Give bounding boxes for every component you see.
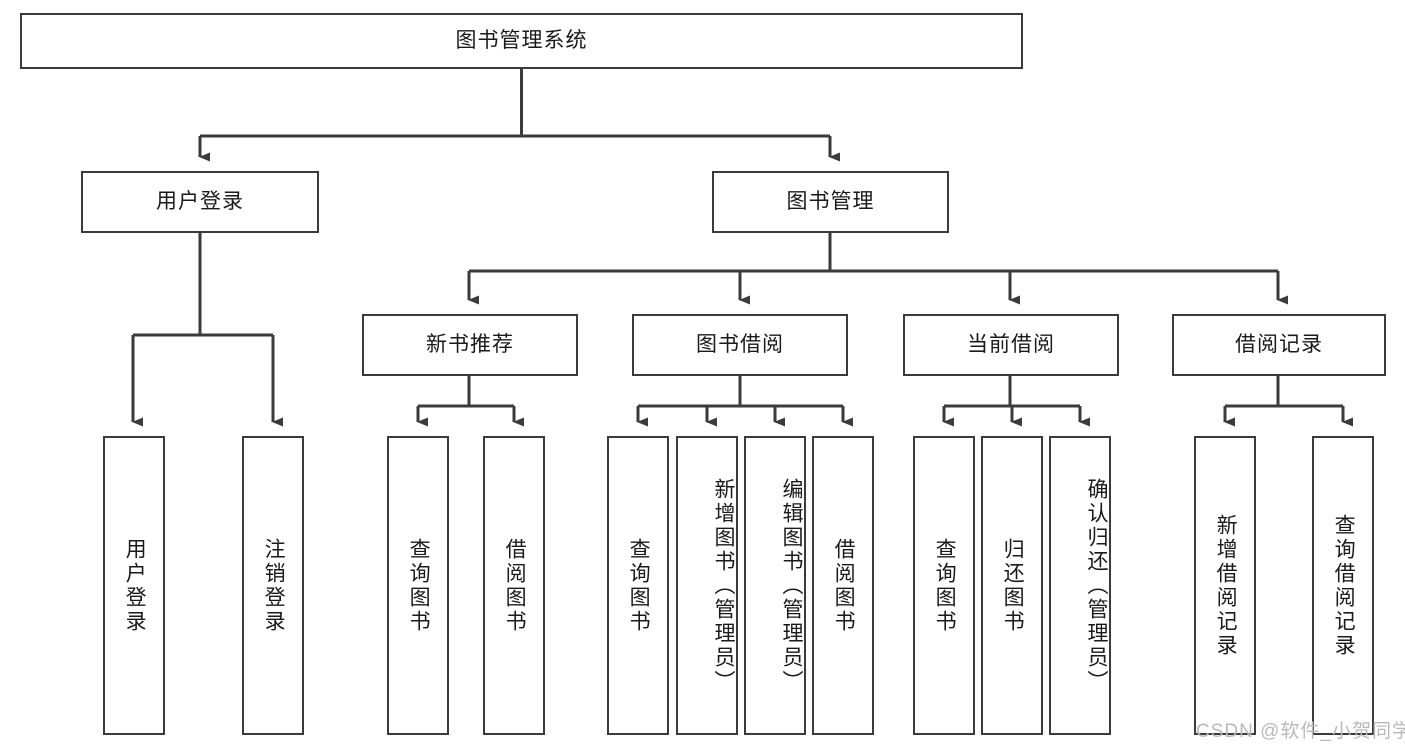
- csdn-watermark: CSDN @软件_小贺同学: [1196, 721, 1405, 742]
- node-current-borrow[interactable]: 当前借阅: [903, 314, 1119, 376]
- node-leaf-confirm-return-label: 确认归还（管理员）: [1085, 477, 1108, 694]
- node-leaf-add-book-label: 新增图书（管理员）: [712, 477, 735, 694]
- node-leaf-user-logout-label: 注销登录: [262, 537, 286, 634]
- node-leaf-confirm-return[interactable]: 确认归还（管理员）: [1049, 436, 1111, 735]
- node-leaf-query-book-1[interactable]: 查询图书: [387, 436, 449, 735]
- node-leaf-query-book-1-label: 查询图书: [407, 537, 431, 634]
- node-current-borrow-label: 当前借阅: [967, 333, 1055, 357]
- node-root[interactable]: 图书管理系统: [20, 13, 1023, 69]
- node-book-manage[interactable]: 图书管理: [712, 171, 949, 233]
- node-borrow-record[interactable]: 借阅记录: [1172, 314, 1386, 376]
- node-borrow-record-label: 借阅记录: [1235, 333, 1323, 357]
- node-leaf-query-record-label: 查询借阅记录: [1332, 513, 1356, 658]
- node-user-login[interactable]: 用户登录: [81, 171, 319, 233]
- node-book-borrow[interactable]: 图书借阅: [632, 314, 848, 376]
- node-leaf-user-login-label: 用户登录: [123, 537, 147, 634]
- node-leaf-borrow-book-1[interactable]: 借阅图书: [483, 436, 545, 735]
- node-user-login-label: 用户登录: [156, 190, 244, 214]
- node-leaf-query-book-2-label: 查询图书: [627, 537, 651, 634]
- node-leaf-borrow-book-1-label: 借阅图书: [503, 537, 527, 634]
- node-leaf-add-record[interactable]: 新增借阅记录: [1194, 436, 1256, 735]
- node-leaf-edit-book-label: 编辑图书（管理员）: [780, 477, 803, 694]
- node-book-borrow-label: 图书借阅: [696, 333, 784, 357]
- node-leaf-user-logout[interactable]: 注销登录: [242, 436, 304, 735]
- node-leaf-query-record[interactable]: 查询借阅记录: [1312, 436, 1374, 735]
- node-leaf-query-book-3-label: 查询图书: [933, 537, 957, 634]
- node-leaf-query-book-3[interactable]: 查询图书: [913, 436, 975, 735]
- node-book-manage-label: 图书管理: [786, 190, 875, 214]
- node-leaf-return-book-label: 归还图书: [1001, 537, 1025, 634]
- node-new-book-rec[interactable]: 新书推荐: [362, 314, 578, 376]
- node-leaf-borrow-book-2[interactable]: 借阅图书: [812, 436, 874, 735]
- node-leaf-return-book[interactable]: 归还图书: [981, 436, 1043, 735]
- node-new-book-rec-label: 新书推荐: [426, 333, 514, 357]
- node-leaf-edit-book[interactable]: 编辑图书（管理员）: [744, 436, 806, 735]
- node-leaf-user-login[interactable]: 用户登录: [103, 436, 165, 735]
- node-leaf-add-record-label: 新增借阅记录: [1214, 513, 1238, 658]
- node-leaf-query-book-2[interactable]: 查询图书: [607, 436, 669, 735]
- node-leaf-add-book[interactable]: 新增图书（管理员）: [676, 436, 738, 735]
- node-leaf-borrow-book-2-label: 借阅图书: [832, 537, 856, 634]
- node-root-label: 图书管理系统: [455, 29, 588, 53]
